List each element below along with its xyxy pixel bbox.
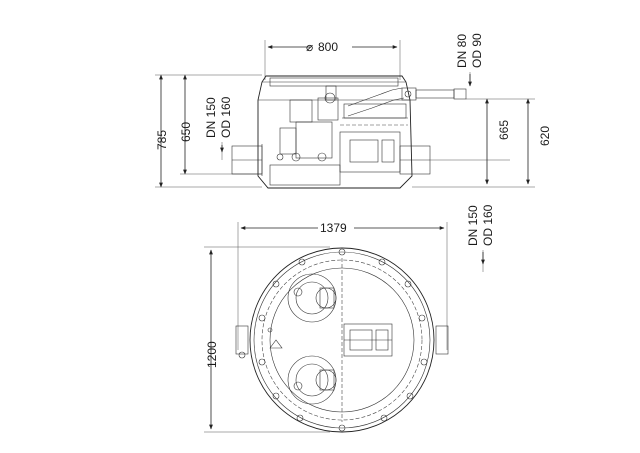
width-dim-1379: 1379 bbox=[320, 221, 347, 235]
height-dim-1200: 1200 bbox=[205, 341, 219, 368]
height-dimension-1200: 1200 bbox=[204, 246, 330, 433]
height-dimensions-right: 665 620 bbox=[412, 98, 552, 188]
inlet-label-left: DN 150 OD 160 bbox=[204, 96, 233, 160]
diameter-symbol: ⌀ bbox=[306, 40, 313, 54]
pipe-dn-label: DN 150 bbox=[466, 205, 480, 246]
side-view: ⌀ 800 785 650 DN 150 OD 160 bbox=[155, 33, 552, 189]
inlet-dn-label: DN 150 bbox=[204, 97, 218, 138]
tank-top-view bbox=[235, 247, 449, 433]
pipe-od-label: OD 160 bbox=[481, 204, 495, 246]
height-dim-650: 650 bbox=[179, 122, 193, 142]
width-dimension-1379: 1379 bbox=[237, 221, 448, 350]
width-dim-800: 800 bbox=[318, 40, 338, 54]
height-dim-620: 620 bbox=[538, 126, 552, 146]
width-dimension-800: ⌀ 800 bbox=[264, 40, 401, 80]
tank-body-side bbox=[231, 75, 467, 189]
inlet-od-label: OD 160 bbox=[219, 96, 233, 138]
height-dimensions-left: 785 650 bbox=[155, 74, 262, 188]
height-dim-665: 665 bbox=[497, 120, 511, 140]
top-view: 1379 DN 150 OD 160 1200 bbox=[204, 204, 495, 433]
pressure-outlet-od: OD 90 bbox=[470, 33, 484, 68]
height-dim-785: 785 bbox=[155, 130, 169, 150]
pressure-outlet-label: DN 80 OD 90 bbox=[455, 33, 484, 87]
pipe-label-right: DN 150 OD 160 bbox=[466, 204, 495, 272]
pressure-outlet-dn: DN 80 bbox=[455, 34, 469, 68]
